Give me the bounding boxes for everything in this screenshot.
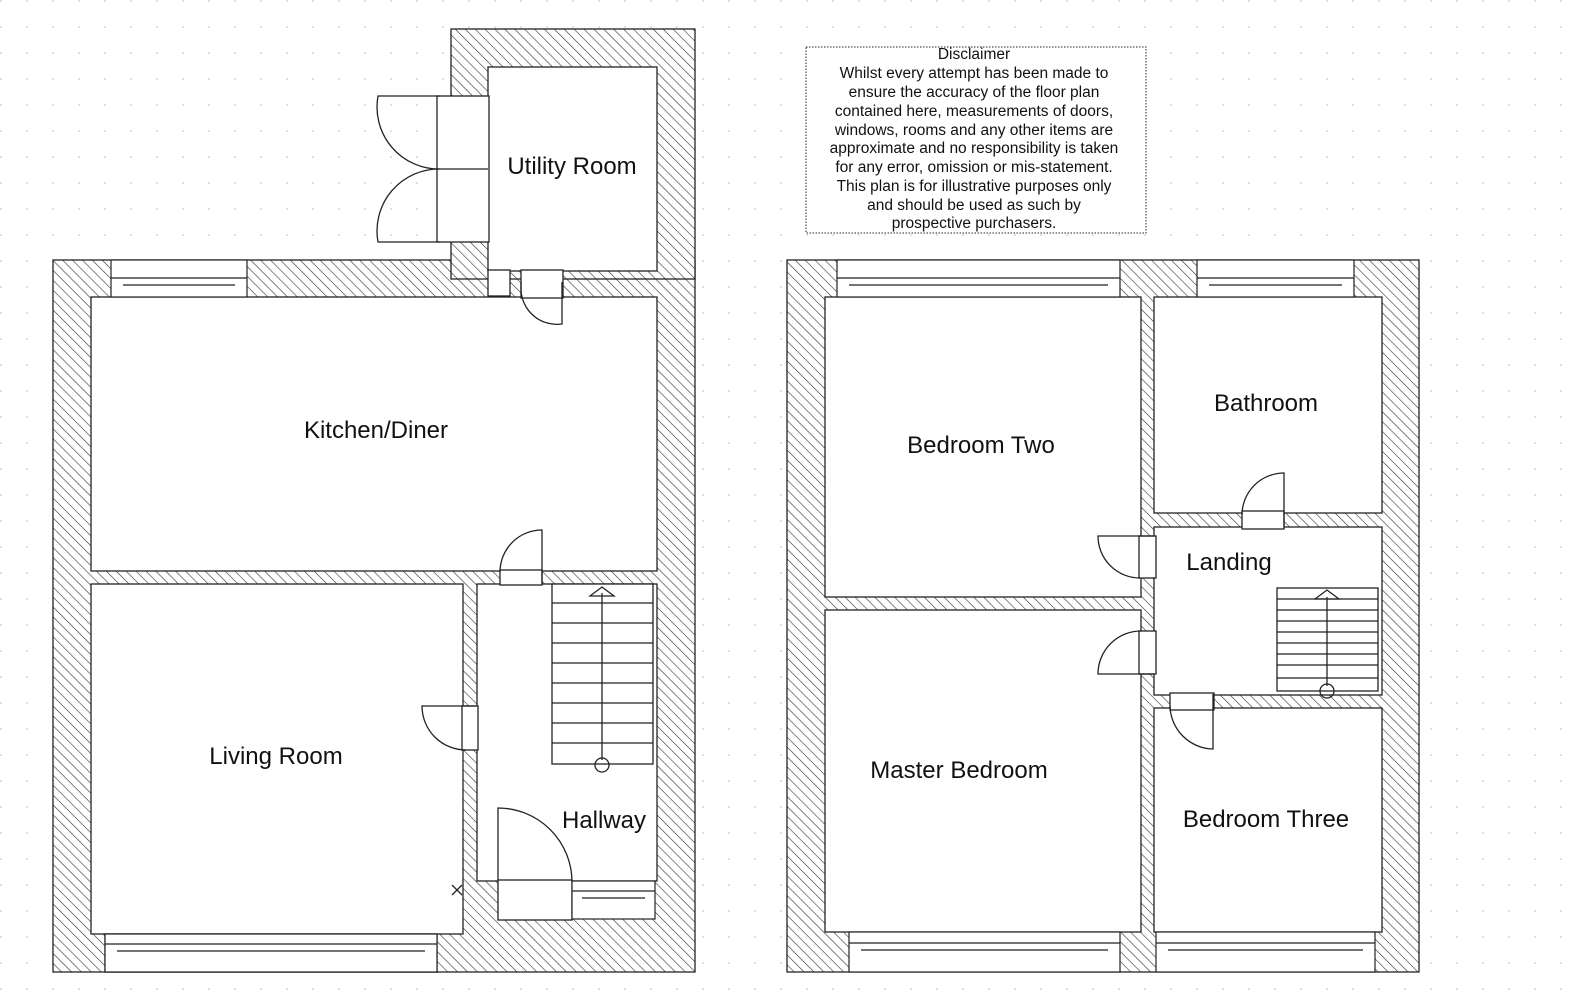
disclaimer-line: and should be used as such by xyxy=(867,197,1081,214)
living-floor xyxy=(90,583,464,935)
utility-door-gap xyxy=(487,269,511,297)
living-hallway-door xyxy=(421,705,476,751)
bedroom-three-door xyxy=(1169,694,1214,750)
disclaimer-box: Disclaimer Whilst every attempt has been… xyxy=(805,46,1147,234)
disclaimer-line: prospective purchasers. xyxy=(892,215,1057,232)
disclaimer-line: windows, rooms and any other items are xyxy=(834,122,1113,139)
disclaimer-line: for any error, omission or mis-statement… xyxy=(835,159,1112,176)
living-room-label: Living Room xyxy=(209,743,342,770)
bedroom-three-window xyxy=(1155,931,1376,973)
bathroom-label: Bathroom xyxy=(1214,390,1318,417)
front-door-gap xyxy=(497,879,573,921)
master-bedroom-label: Master Bedroom xyxy=(870,757,1047,784)
hallway-label: Hallway xyxy=(562,807,646,834)
hallway-window xyxy=(571,880,656,920)
utility-french-door-upper xyxy=(376,95,441,170)
utility-floor xyxy=(487,66,658,272)
disclaimer-line: contained here, measurements of doors, xyxy=(835,103,1113,120)
front-door xyxy=(497,807,573,883)
bedroom-three-label: Bedroom Three xyxy=(1183,806,1349,833)
disclaimer-line: ensure the accuracy of the floor plan xyxy=(849,84,1100,101)
master-bedroom-window xyxy=(848,931,1121,973)
bedroom-two-label: Bedroom Two xyxy=(907,432,1055,459)
kitchen-hallway-door xyxy=(499,529,543,584)
ground-staircase xyxy=(551,583,654,773)
kitchen-diner-label: Kitchen/Diner xyxy=(304,417,448,444)
disclaimer-line: Whilst every attempt has been made to xyxy=(840,65,1109,82)
bedroom-three-floor xyxy=(1153,707,1383,933)
disclaimer-line: This plan is for illustrative purposes o… xyxy=(837,178,1112,195)
ground-floor: Utility Room Kitchen/Diner Living Room H… xyxy=(52,28,696,973)
utility-room-label: Utility Room xyxy=(507,153,636,180)
utility-french-door-lower xyxy=(376,168,441,243)
kitchen-floor xyxy=(90,296,658,572)
first-floor: Bedroom Two Bathroom Landing Master Bedr… xyxy=(786,259,1420,973)
living-window xyxy=(104,933,438,973)
master-bedroom-door xyxy=(1097,630,1154,675)
bathroom-door xyxy=(1241,472,1285,527)
utility-kitchen-door xyxy=(520,282,563,326)
bedroom-two-door xyxy=(1097,535,1154,579)
disclaimer-line: approximate and no responsibility is tak… xyxy=(830,140,1119,157)
disclaimer-title: Disclaimer xyxy=(938,46,1010,63)
landing-staircase xyxy=(1276,587,1379,699)
landing-label: Landing xyxy=(1186,549,1271,576)
